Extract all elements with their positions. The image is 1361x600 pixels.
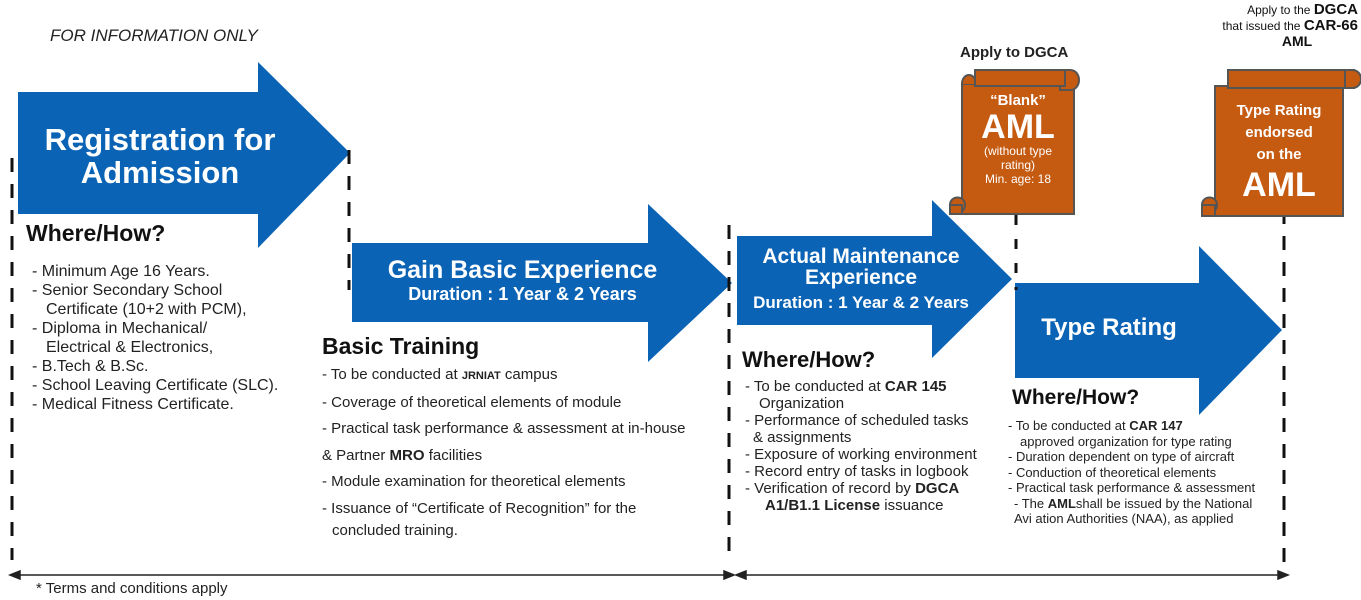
scroll-2-content: Type Rating endorsed on the AML [1215,100,1343,204]
basic-training-item: & Partner MRO facilities [322,443,722,470]
scroll-1-caption: Apply to DGCA [960,44,1069,61]
basic-experience-arrow [352,204,732,362]
scroll-2-line: endorsed [1245,124,1313,141]
basic-training-heading: Basic Training [322,333,480,359]
scroll-blank-aml [948,69,1080,215]
registration-title: Registration for Admission [30,123,290,189]
basic-training-item: - Issuance of “Certificate of Recognitio… [322,499,637,517]
basic-training-item: - To be conducted at JRNIAT campus [322,362,722,390]
where-how-heading-2: Where/How? [742,347,876,372]
where-how-1-item: Certificate (10+2 with PCM), [46,301,247,318]
car145-label: CAR 145 [884,378,947,395]
basic-training-item: - Module examination for theoretical ele… [322,473,626,490]
scroll-1-content: “Blank” AML (without type rating) Min. a… [962,92,1074,186]
actual-maintenance-title-line2: Experience [804,266,918,289]
scroll-2-line: Type Rating [1236,102,1322,119]
disclaimer-top: FOR INFORMATION ONLY [50,26,258,45]
registration-arrow [18,62,350,248]
text: that issued the [1222,19,1301,33]
where-how-1-item: Electrical & Electronics, [46,339,214,356]
where-how-2-item: Organization [759,395,845,412]
text: - To be conducted at [322,366,458,383]
where-how-list-2: - To be conducted at CAR 145 Organizatio… [745,378,1005,514]
where-how-1-item: - Medical Fitness Certificate. [32,396,234,413]
where-how-1-item: - Senior Secondary School [32,282,223,299]
where-how-heading-1: Where/How? [26,220,166,246]
where-how-list-1: - Minimum Age 16 Years. - Senior Seconda… [32,262,342,414]
scroll-2-line: on the [1256,146,1302,163]
text: - To be conducted at [745,378,881,395]
aml-label: AML [1047,495,1076,511]
type-rating-arrow [1015,246,1282,415]
basic-experience-duration: Duration : 1 Year & 2 Years [408,284,637,304]
basic-training-item: - Practical task performance & assessmen… [322,420,686,437]
text: - To be conducted at [1008,418,1126,433]
scroll-1-line: rating) [1000,158,1035,172]
where-how-3-item: approved organization for type rating [1020,433,1232,449]
car147-label: CAR 147 [1129,418,1183,433]
type-rating-title: Type Rating [1041,314,1177,341]
scroll-1-line: Min. age: 18 [984,172,1052,186]
where-how-1-item: - Minimum Age 16 Years. [32,263,210,280]
basic-training-list: - To be conducted at JRNIAT campus - Cov… [322,362,722,543]
where-how-2-item: A1/B1.1 License issuance [745,497,1005,514]
where-how-1-item: - School Leaving Certificate (SLC). [32,377,279,394]
basic-training-item: - Coverage of theoretical elements of mo… [322,393,622,411]
text: - Verification of record by [745,480,911,497]
text: shall be issued by the National [1075,495,1253,511]
dgca-key: DGCA [1313,1,1358,18]
mro-label: MRO [389,446,425,464]
actual-maintenance-duration: Duration : 1 Year & 2 Years [753,293,969,312]
jrniat-label: JRNIAT [461,370,501,382]
where-how-list-3: - To be conducted at CAR 147 approved or… [1008,418,1283,527]
scroll-1-line: “Blank” [990,92,1046,109]
where-how-2-item: - Record entry of tasks in logbook [745,463,969,480]
scroll-2-caption-line: Apply to the DGCA [1196,2,1358,18]
registration-title-line2: Admission [80,155,240,190]
where-how-2-item: - Verification of record by DGCA [745,480,1005,497]
scroll-2-aml: AML [1242,166,1316,204]
where-how-3-item: - To be conducted at CAR 147 [1008,418,1283,434]
scroll-1-aml: AML [981,108,1055,146]
where-how-2-item: & assignments [753,429,852,446]
scroll-type-rating-endorsed [1200,69,1361,217]
where-how-3-item: - Duration dependent on type of aircraft [1008,449,1235,464]
where-how-3-item: - Conduction of theoretical elements [1008,464,1217,480]
actual-maintenance-title-line1: Actual Maintenance [762,245,960,268]
actual-maintenance-label: Actual Maintenance Experience Duration :… [737,246,985,313]
text: & Partner [322,446,386,464]
where-how-3-item: - The AMLshall be issued by the National [1008,496,1283,512]
where-how-3-item: Avi ation Authorities (NAA), as applied [1014,511,1234,526]
dgca-label: DGCA [915,480,960,497]
text: issuance [884,497,944,514]
where-how-1-item: - Diploma in Mechanical/ [32,320,208,337]
where-how-heading-3: Where/How? [1012,386,1140,409]
where-how-2-item: - Performance of scheduled tasks [745,412,969,429]
scroll-2-caption-line: that issued the CAR-66 [1196,18,1358,34]
car66-key: CAR-66 [1303,17,1358,34]
where-how-1-item: - B.Tech & B.Sc. [32,358,149,375]
license-label: A1/B1.1 License [765,497,881,514]
basic-experience-title: Gain Basic Experience [387,256,658,284]
where-how-2-item: - Exposure of working environment [745,446,977,463]
scroll-2-caption-line: AML [1281,33,1313,49]
basic-experience-label: Gain Basic Experience Duration : 1 Year … [365,257,680,305]
text: - The [1014,495,1045,511]
registration-title-line1: Registration for [44,122,276,157]
text: facilities [428,446,483,464]
basic-training-item: concluded training. [332,521,458,539]
where-how-2-item: - To be conducted at CAR 145 [745,378,1005,395]
where-how-3-item: - Practical task performance & assessmen… [1008,480,1256,495]
text: Apply to the [1247,3,1311,17]
actual-maintenance-arrow [737,200,1012,358]
scroll-2-caption: Apply to the DGCA that issued the CAR-66… [1196,2,1358,49]
footnote: * Terms and conditions apply [36,580,228,597]
scroll-1-line: (without type [983,144,1053,158]
text: campus [504,366,558,383]
